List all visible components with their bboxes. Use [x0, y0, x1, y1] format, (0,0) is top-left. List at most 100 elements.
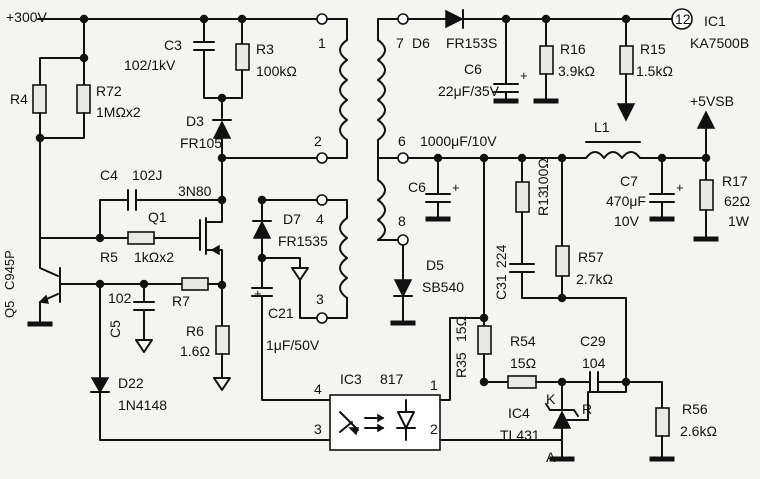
base-network: [95, 277, 223, 421]
c21-value: 1μF/50V: [266, 337, 320, 353]
ic3-optocoupler: [329, 317, 563, 451]
r13-value: 100Ω: [535, 158, 551, 192]
r54-label: R54: [510, 333, 536, 349]
r16-value: 3.9kΩ: [558, 63, 595, 79]
supply-label: +300V: [6, 9, 48, 25]
d5-diode: [390, 244, 416, 326]
ic4-a-label: A: [546, 449, 556, 465]
ic3-pin-3: 3: [314, 421, 322, 437]
c5-value: 102: [108, 290, 132, 306]
r17-label: R17: [722, 173, 748, 189]
ic3-pin-4: 4: [314, 381, 322, 397]
ic1-label: IC1: [704, 13, 726, 29]
q5-part: C945P: [2, 250, 17, 290]
r3-label: R3: [256, 41, 274, 57]
d6-label: D6: [412, 35, 430, 51]
r7-label: R7: [172, 293, 190, 309]
d22-label: D22: [118, 375, 144, 391]
c7-value-1: 470μF: [606, 193, 646, 209]
r56-value: 2.6kΩ: [680, 423, 717, 439]
ic4-tl431: [545, 381, 627, 462]
supply-rail: [37, 14, 323, 24]
q1-mosfet: [199, 157, 227, 290]
primary-winding: [221, 13, 348, 164]
r4-r72-network: [32, 18, 91, 251]
pin-8-label: 8: [398, 213, 406, 229]
r5-gate-resistor: [39, 231, 201, 245]
ic1-pin-label: 12: [675, 11, 691, 27]
r35-label: R35: [453, 352, 469, 378]
pin-1-label: 1: [318, 35, 326, 51]
ic3-pin-1: 1: [430, 377, 438, 393]
q5-transistor: [27, 249, 101, 327]
ic4-k-label: K: [546, 391, 556, 407]
tap6-cap-value: 1000μF/10V: [420, 133, 497, 149]
r57-label: R57: [578, 249, 604, 265]
d5-label: D5: [426, 257, 444, 273]
c21-label: C21: [268, 305, 294, 321]
pin-2-label: 2: [314, 133, 322, 149]
q1-part: 3N80: [178, 183, 212, 199]
vsb-label: +5VSB: [690, 93, 734, 109]
c4-label: C4: [100, 167, 118, 183]
d7-value: FR1535: [278, 233, 328, 249]
d7-label: D7: [283, 211, 301, 227]
r56-label: R56: [682, 401, 708, 417]
ic4-r-label: R: [582, 401, 592, 417]
secondary-winding: [377, 13, 409, 246]
vsb-rail: [407, 110, 719, 242]
r54-value: 15Ω: [510, 355, 536, 371]
r72-label: R72: [96, 83, 122, 99]
q5-label: Q5: [2, 301, 17, 318]
c31-label: C31: [493, 274, 509, 300]
r6-value: 1.6Ω: [180, 343, 210, 359]
r57-value: 2.7kΩ: [576, 271, 613, 287]
r72-value: 1MΩx2: [96, 104, 141, 120]
c29-value: 104: [582, 355, 606, 371]
c6a-plus: +: [520, 68, 528, 83]
d22-value: 1N4148: [118, 397, 167, 413]
r35-value: 15Ω: [453, 316, 469, 342]
feedback-network: [477, 157, 675, 462]
r6-source-resistor: [213, 284, 231, 391]
pin-4-label: 4: [316, 211, 324, 227]
aux-winding: [251, 194, 348, 401]
ic1-part: KA7500B: [690, 35, 749, 51]
r15-value: 1.5kΩ: [636, 63, 673, 79]
c3-value: 102/1kV: [124, 57, 176, 73]
d5-value: SB540: [422, 279, 464, 295]
r15-label: R15: [640, 41, 666, 57]
r13-label: R13: [535, 190, 551, 216]
pin-6-label: 6: [398, 133, 406, 149]
c6a-label: C6: [464, 61, 482, 77]
d6-value: FR153S: [446, 35, 497, 51]
d3-value: FR105: [180, 135, 222, 151]
ic4-label: IC4: [508, 405, 530, 421]
d3-diode: [212, 97, 232, 163]
c7-label: C7: [620, 173, 638, 189]
r16-label: R16: [560, 41, 586, 57]
c6a-value: 22μF/35V: [438, 83, 500, 99]
r4-label: R4: [10, 91, 28, 107]
pin-3-label: 3: [316, 291, 324, 307]
pin-7-label: 7: [396, 35, 404, 51]
c29-label: C29: [580, 333, 606, 349]
c3-label: C3: [164, 37, 182, 53]
c7-plus: +: [676, 180, 684, 195]
r17-value-2: 1W: [728, 213, 750, 229]
r5-value: 1kΩx2: [134, 249, 174, 265]
d6-rail: [407, 8, 693, 122]
q1-label: Q1: [148, 209, 167, 225]
c3-r3-snubber: [193, 18, 250, 103]
c4-value: 102J: [132, 167, 162, 183]
ic3-part: 817: [380, 371, 404, 387]
d3-label: D3: [186, 113, 204, 129]
l1-label: L1: [594, 119, 610, 135]
ic4-part: TL431: [500, 427, 540, 443]
r17-value-1: 62Ω: [724, 193, 750, 209]
c7-value-2: 10V: [614, 213, 640, 229]
c6b-label: C6: [408, 179, 426, 195]
c6b-plus: +: [452, 180, 460, 195]
ic3-pin-2: 2: [430, 421, 438, 437]
